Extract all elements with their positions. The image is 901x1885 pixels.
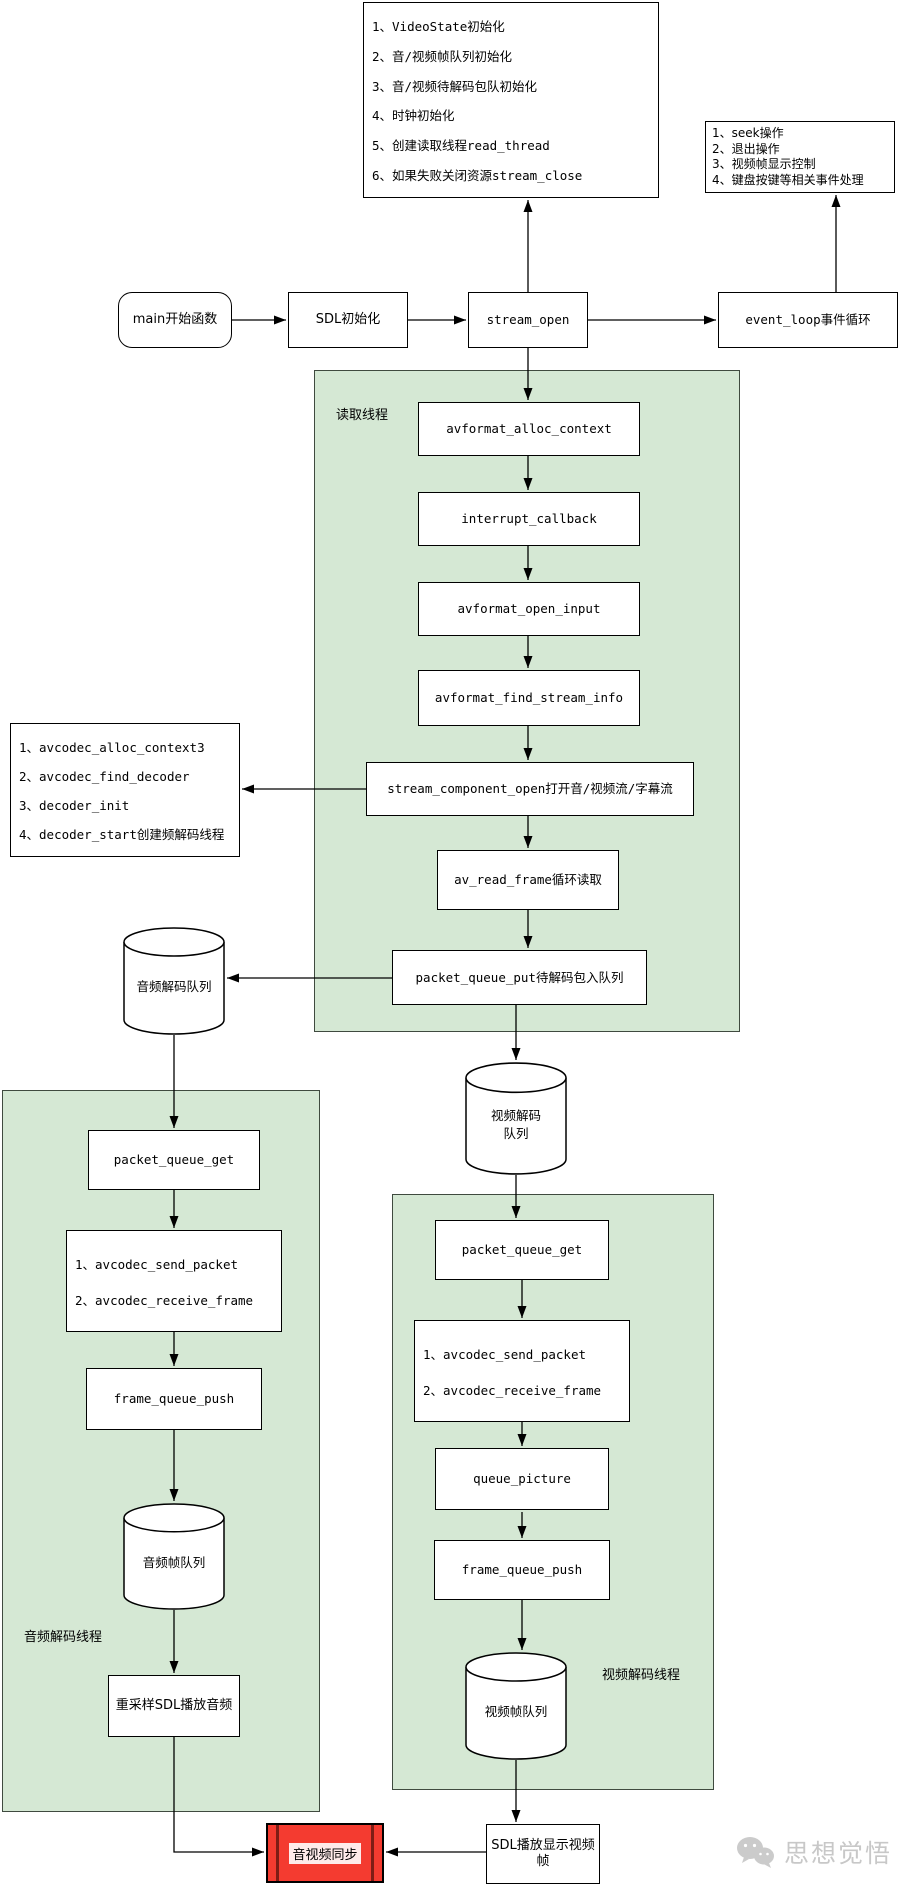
- queue-label: 音频帧队列: [142, 1554, 206, 1570]
- video-thread-label: 视频解码线程: [602, 1668, 681, 1683]
- decoder-step: 1、avcodec_alloc_context3: [19, 740, 205, 755]
- node-sdl-init: SDL初始化: [288, 292, 408, 348]
- queue-label: 视频解码 队列: [490, 1108, 541, 1141]
- node-event-loop: event_loop事件循环: [718, 292, 898, 348]
- decoder-step: 4、decoder_start创建频解码线程: [19, 827, 225, 842]
- node-sdl-display-frame: SDL播放显示视频帧: [486, 1824, 600, 1884]
- video-send-receive-box: 1、avcodec_send_packet 2、avcodec_receive_…: [414, 1320, 630, 1422]
- node-queue-picture: queue_picture: [435, 1448, 609, 1510]
- video-frame-queue-cylinder: 视频帧队列: [465, 1652, 567, 1760]
- node-avformat-alloc-context: avformat_alloc_context: [418, 402, 640, 456]
- cylinder-shape: [465, 1652, 567, 1760]
- node-avformat-find-stream-info: avformat_find_stream_info: [418, 670, 640, 726]
- node-video-packet-queue-get: packet_queue_get: [435, 1220, 609, 1280]
- audio-frame-queue-cylinder: 音频帧队列: [123, 1503, 225, 1610]
- node-stream-open: stream_open: [468, 292, 588, 348]
- node-interrupt-callback: interrupt_callback: [418, 492, 640, 546]
- video-packet-queue-cylinder: 视频解码 队列: [465, 1062, 567, 1175]
- node-main: main开始函数: [118, 292, 232, 348]
- node-resample-sdl-play: 重采样SDL播放音频: [108, 1675, 240, 1737]
- read-thread-label: 读取线程: [336, 408, 389, 423]
- audio-packet-queue-cylinder: 音频解码队列: [123, 927, 225, 1035]
- audio-decode-step: 1、avcodec_send_packet: [75, 1256, 239, 1272]
- audio-send-receive-box: 1、avcodec_send_packet 2、avcodec_receive_…: [66, 1230, 282, 1332]
- cylinder-shape: [123, 1503, 225, 1610]
- av-sync-label: 音视频同步: [289, 1842, 361, 1864]
- decoder-step: 3、decoder_init: [19, 798, 130, 813]
- event-task: 3、视频帧显示控制: [712, 157, 816, 172]
- decoder-step: 2、avcodec_find_decoder: [19, 769, 190, 784]
- node-av-read-frame: av_read_frame循环读取: [437, 850, 619, 910]
- wechat-logo-icon: [737, 1837, 774, 1868]
- queue-label: 视频帧队列: [484, 1704, 548, 1720]
- watermark-text: 思想觉悟: [784, 1839, 893, 1868]
- node-avformat-open-input: avformat_open_input: [418, 582, 640, 636]
- event-task: 4、键盘按键等相关事件处理: [712, 172, 864, 187]
- node-packet-queue-put: packet_queue_put待解码包入队列: [392, 950, 647, 1005]
- cylinder-shape: [123, 927, 225, 1035]
- init-step: 6、如果失败关闭资源stream_close: [372, 167, 583, 183]
- watermark: 思想觉悟: [736, 1834, 892, 1870]
- event-task: 2、退出操作: [712, 141, 780, 156]
- event-task: 1、seek操作: [712, 126, 784, 141]
- node-audio-frame-queue-push: frame_queue_push: [86, 1368, 262, 1430]
- init-step: 2、音/视频帧队列初始化: [372, 48, 513, 64]
- audio-decode-step: 2、avcodec_receive_frame: [75, 1292, 254, 1308]
- node-audio-packet-queue-get: packet_queue_get: [88, 1130, 260, 1190]
- node-av-sync: 音视频同步: [266, 1823, 384, 1883]
- event-loop-tasks-box: 1、seek操作 2、退出操作 3、视频帧显示控制 4、键盘按键等相关事件处理: [705, 121, 895, 193]
- node-video-frame-queue-push: frame_queue_push: [434, 1540, 610, 1600]
- init-step: 1、VideoState初始化: [372, 19, 505, 35]
- init-step: 3、音/视频待解码包队初始化: [372, 78, 538, 94]
- video-decode-step: 1、avcodec_send_packet: [423, 1346, 587, 1362]
- queue-label: 音频解码队列: [136, 979, 212, 995]
- cylinder-shape: [465, 1062, 567, 1175]
- init-step: 4、时钟初始化: [372, 108, 455, 124]
- stream-component-open-steps-box: 1、avcodec_alloc_context3 2、avcodec_find_…: [10, 723, 240, 857]
- video-decode-step: 2、avcodec_receive_frame: [423, 1382, 602, 1398]
- audio-thread-label: 音频解码线程: [24, 1630, 103, 1645]
- node-stream-component-open: stream_component_open打开音/视频流/字幕流: [366, 762, 694, 816]
- init-step: 5、创建读取线程read_thread: [372, 137, 550, 153]
- stream-open-init-steps-box: 1、VideoState初始化 2、音/视频帧队列初始化 3、音/视频待解码包队…: [363, 2, 659, 198]
